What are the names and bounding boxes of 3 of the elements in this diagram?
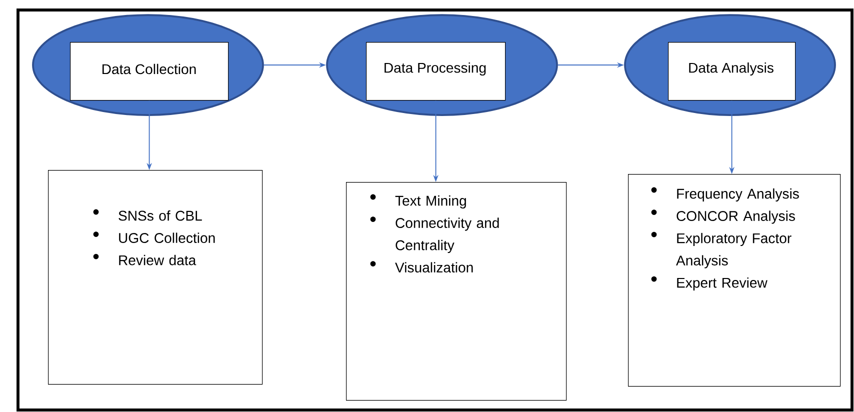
list-box: Text Mining Connectivity and Centrality Visualization (346, 182, 567, 401)
list-box: SNSs of CBL UGC Collection Review data (48, 170, 263, 385)
list-box: Frequency Analysis CONCOR Analysis Exploratory Factor Analysis Expert Review (628, 174, 841, 387)
